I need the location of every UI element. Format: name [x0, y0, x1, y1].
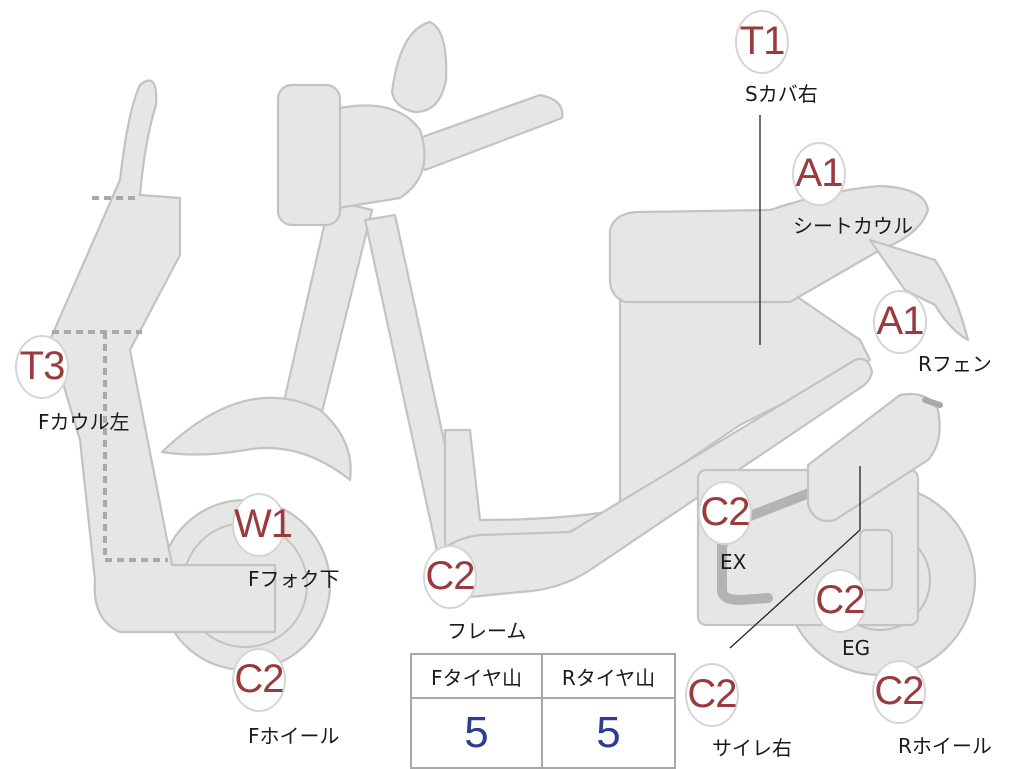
marker-label: シートカウル [793, 214, 913, 238]
marker-label: Fフォク下 [248, 567, 340, 591]
marker-code: C2 [813, 569, 867, 633]
marker-code: C2 [423, 545, 477, 609]
silencer [806, 392, 941, 523]
marker-code: C2 [872, 660, 926, 724]
marker-label: Rフェン [918, 352, 992, 376]
marker-label: Sカバ右 [745, 82, 818, 106]
headlight [276, 83, 342, 227]
marker-code: A1 [792, 142, 846, 206]
steering-column [280, 198, 374, 422]
tread-value-front: 5 [412, 699, 543, 767]
marker-code: W1 [232, 493, 293, 557]
marker-code: A1 [873, 290, 927, 354]
silencer-tip [922, 397, 943, 408]
mirror [390, 20, 448, 114]
tread-header-front: Fタイヤ山 [412, 655, 543, 699]
marker-code: T3 [15, 335, 69, 399]
marker-label: EG [842, 636, 871, 660]
marker-label: Fカウル左 [38, 410, 130, 434]
marker-code: T1 [735, 10, 789, 74]
marker-code: C2 [232, 648, 286, 712]
seat [608, 184, 930, 304]
marker-label: Fホイール [248, 724, 340, 748]
front-fender [160, 396, 352, 482]
marker-code: C2 [685, 663, 739, 727]
marker-label: EX [720, 550, 747, 574]
leader-line-silencer [729, 529, 861, 649]
marker-label: Rホイール [898, 734, 992, 758]
tread-value-rear: 5 [596, 708, 621, 757]
tread-header-rear: Rタイヤ山 [543, 655, 674, 699]
marker-code: C2 [698, 481, 752, 545]
tire-tread-table: Fタイヤ山 Rタイヤ山 5 5 [410, 653, 676, 769]
marker-label: サイレ右 [712, 736, 792, 760]
rear-tail [868, 238, 970, 342]
rear-shock [858, 528, 894, 592]
marker-label: フレーム [447, 619, 527, 643]
handlebar [398, 93, 564, 172]
handle-cover [328, 104, 426, 210]
exhaust-pipe [717, 483, 827, 605]
